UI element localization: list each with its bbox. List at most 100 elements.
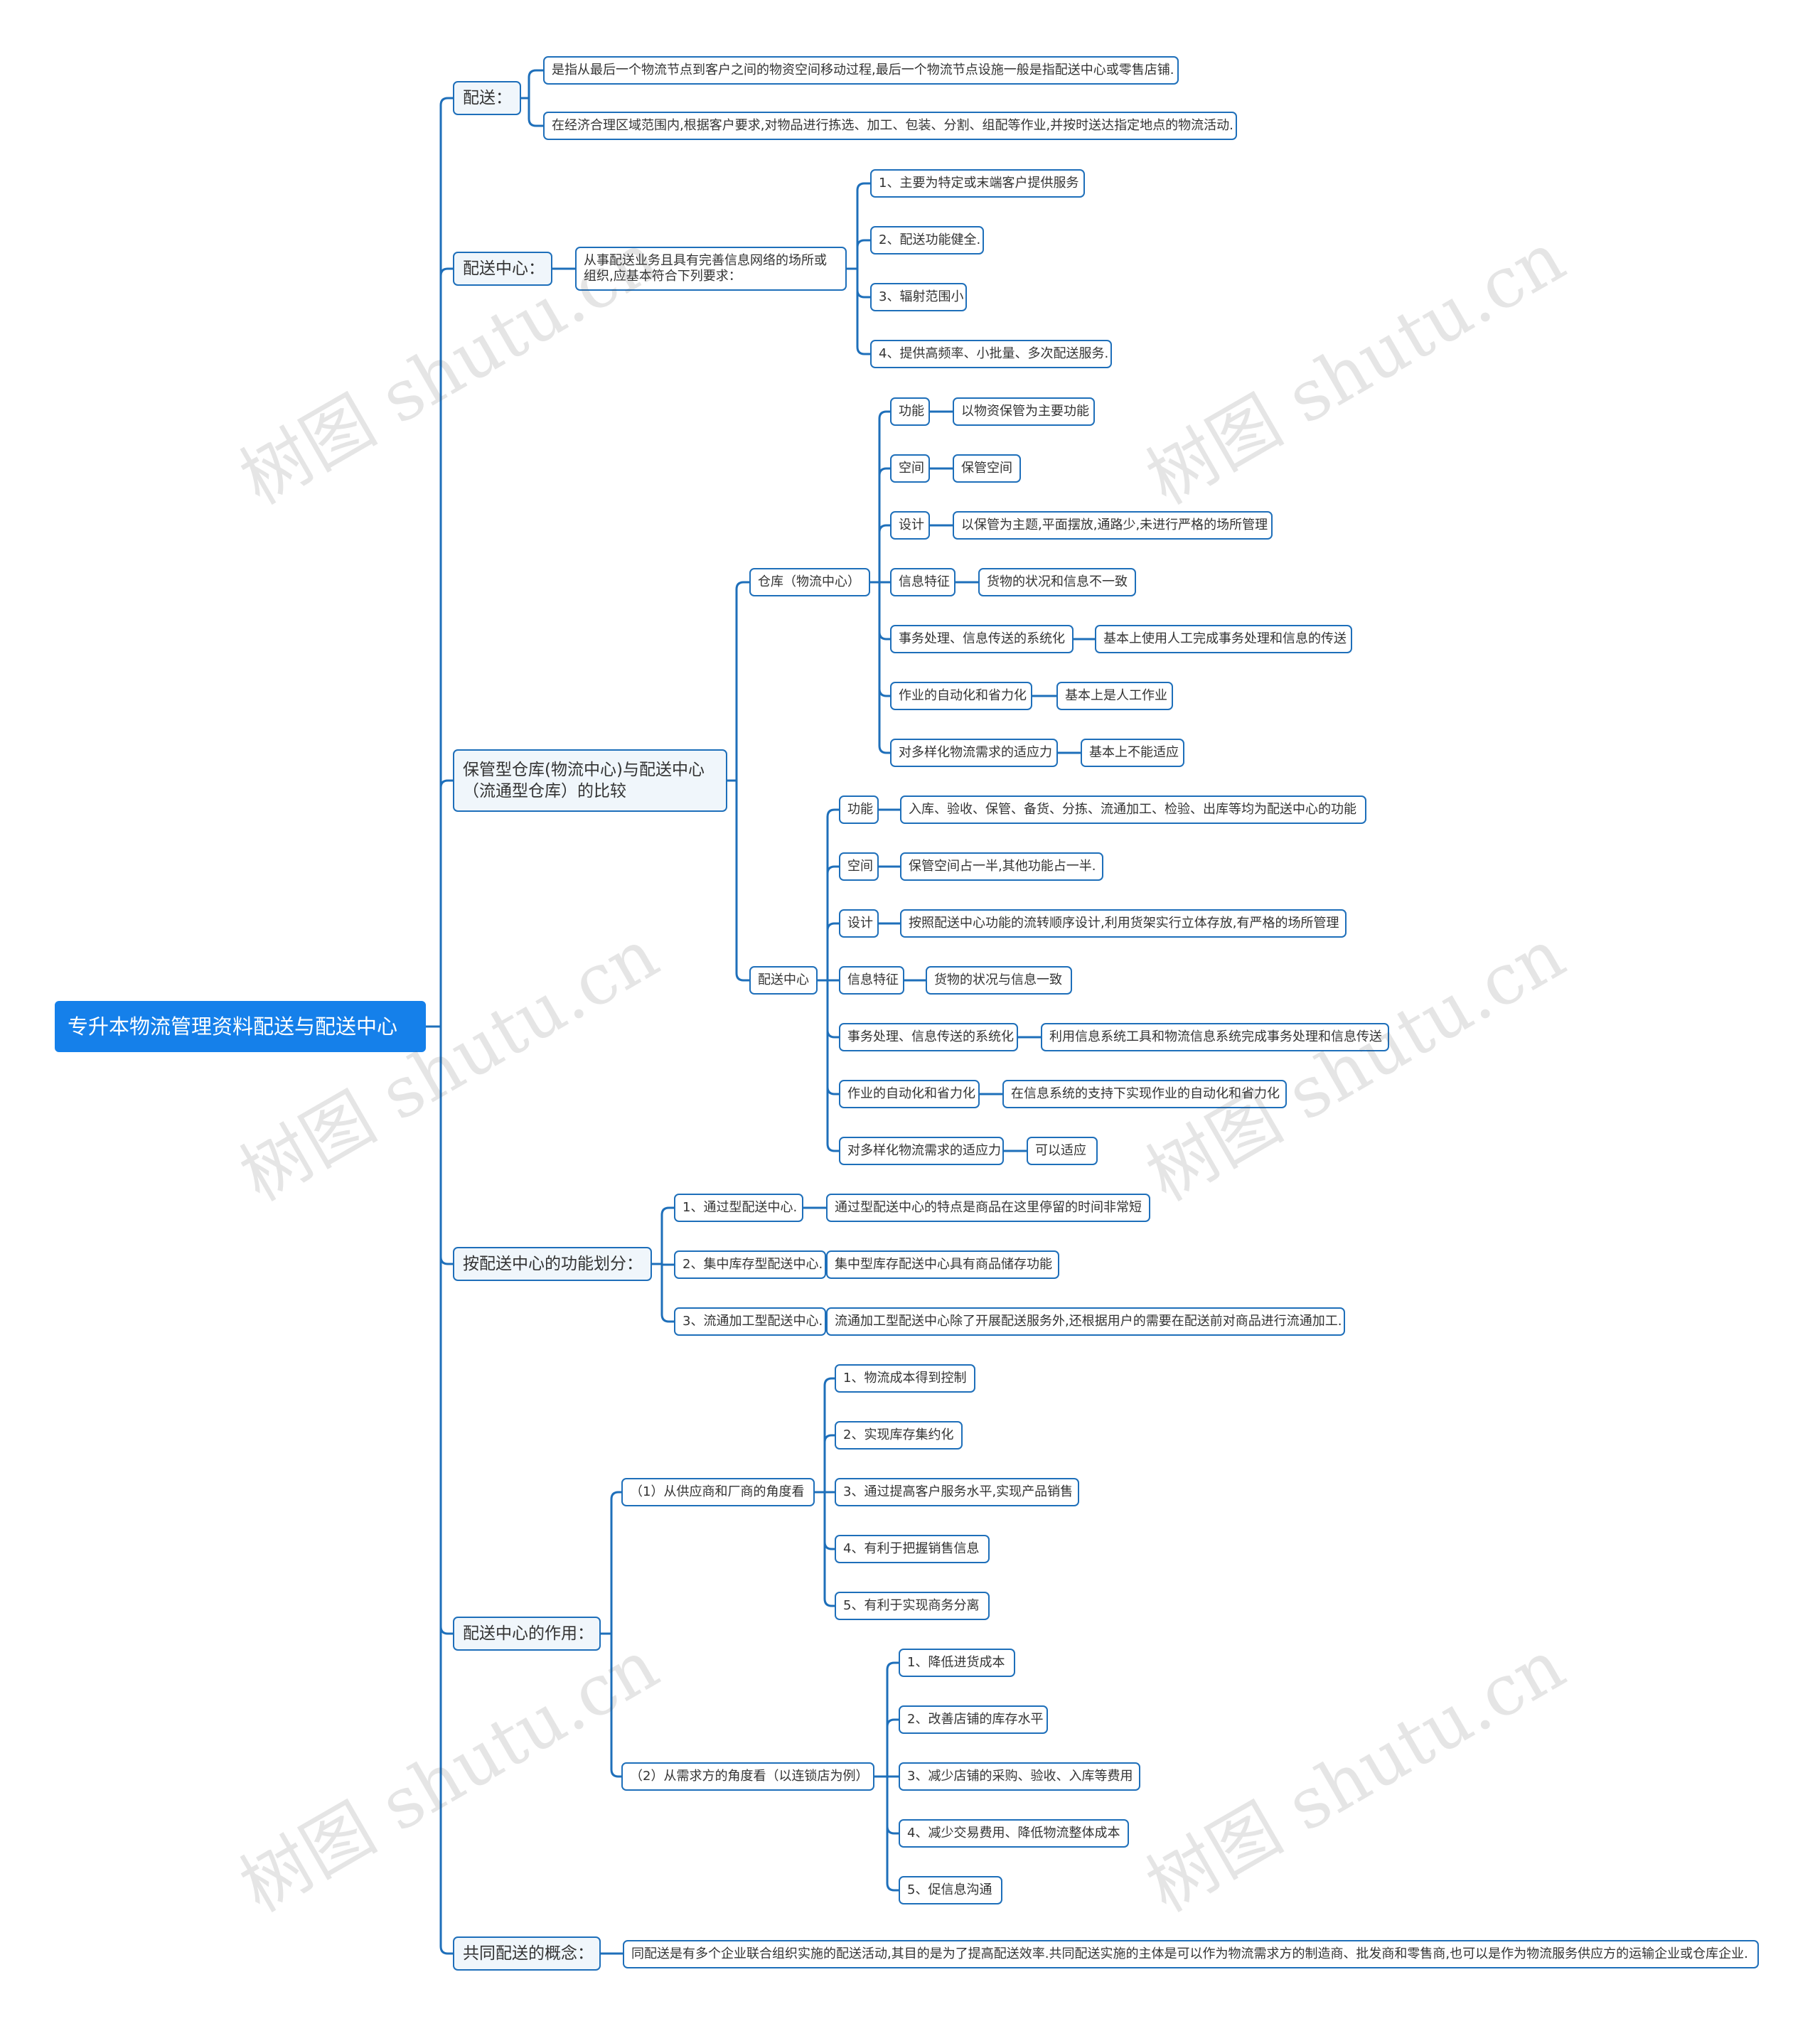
delivery-definition-1[interactable]: 是指从最后一个物流节点到客户之间的物资空间移动过程,最后一个物流节点设施一般是指…: [543, 56, 1179, 85]
distribution-center-definition[interactable]: 从事配送业务且具有完善信息网络的场所或组织,应基本符合下列要求：: [575, 247, 847, 291]
connector: [823, 1598, 835, 1607]
watermark: 树图 shutu.cn: [1133, 913, 1578, 1217]
demand-side-benefit[interactable]: 4、减少交易费用、降低物流整体成本: [899, 1819, 1129, 1848]
warehouse-attribute[interactable]: 空间: [890, 454, 930, 483]
supplier-benefit[interactable]: 2、实现库存集约化: [835, 1421, 963, 1450]
connector: [856, 346, 870, 355]
connector: [439, 779, 453, 788]
supplier-benefit[interactable]: 3、通过提高客户服务水平,实现产品销售: [835, 1478, 1079, 1506]
connector: [528, 118, 543, 127]
root-topic[interactable]: 专升本物流管理资料配送与配送中心: [55, 1001, 426, 1052]
supplier-benefit[interactable]: 4、有利于把握销售信息: [835, 1535, 990, 1563]
connector: [856, 239, 870, 248]
warehouse-attribute[interactable]: 对多样化物流需求的适应力: [890, 739, 1058, 767]
requirement-item[interactable]: 3、辐射范围小: [870, 283, 967, 311]
connector: [610, 1769, 621, 1778]
connector: [878, 467, 890, 476]
center-attribute-value[interactable]: 利用信息系统工具和物流信息系统完成事务处理和信息传送: [1041, 1023, 1389, 1051]
connector: [823, 1434, 835, 1443]
warehouse-logistics-center[interactable]: 仓库（物流中心）: [749, 568, 870, 596]
connector: [826, 1029, 839, 1039]
center-attribute-value[interactable]: 入库、验收、保管、备货、分拣、流通加工、检验、出库等均为配送中心的功能: [900, 795, 1366, 824]
connector: [878, 631, 890, 641]
demand-side-benefit[interactable]: 1、降低进货成本: [899, 1649, 1015, 1677]
connector: [886, 1661, 899, 1671]
topic-distribution-center[interactable]: 配送中心：: [453, 252, 552, 286]
connector: [886, 1882, 899, 1892]
connector: [886, 1826, 899, 1835]
requirement-item[interactable]: 2、配送功能健全.: [870, 226, 984, 254]
connector: [439, 1626, 453, 1635]
topic-warehouse-comparison[interactable]: 保管型仓库(物流中心)与配送中心（流通型仓库）的比较: [453, 749, 727, 812]
warehouse-attribute[interactable]: 信息特征: [890, 568, 956, 596]
center-attribute-value[interactable]: 货物的状况与信息一致: [926, 966, 1072, 995]
center-type[interactable]: 1、通过型配送中心.: [674, 1194, 803, 1222]
connector: [439, 97, 453, 106]
connector: [826, 922, 839, 931]
delivery-definition-2[interactable]: 在经济合理区域范围内,根据客户要求,对物品进行拣选、加工、包装、分割、组配等作业…: [543, 112, 1237, 140]
demand-side-benefit[interactable]: 3、减少店铺的采购、验收、入库等费用: [899, 1762, 1140, 1791]
distribution-center-node[interactable]: 配送中心: [749, 966, 818, 995]
center-attribute[interactable]: 设计: [839, 909, 879, 938]
connector: [826, 1143, 839, 1152]
connector: [886, 1718, 899, 1727]
connector: [878, 524, 890, 533]
warehouse-attribute-value[interactable]: 保管空间: [953, 454, 1021, 483]
warehouse-attribute-value[interactable]: 基本上不能适应: [1081, 739, 1184, 767]
connector: [439, 1256, 453, 1265]
connector: [878, 410, 890, 419]
center-attribute[interactable]: 对多样化物流需求的适应力: [839, 1137, 1004, 1165]
warehouse-attribute-value[interactable]: 基本上使用人工完成事务处理和信息的传送: [1095, 625, 1352, 653]
warehouse-attribute[interactable]: 功能: [890, 397, 930, 426]
requirement-item[interactable]: 1、主要为特定或末端客户提供服务: [870, 169, 1085, 198]
connector: [610, 1491, 621, 1500]
connector: [823, 1541, 835, 1550]
connector: [528, 69, 543, 78]
connector: [826, 865, 839, 874]
topic-classification-by-function[interactable]: 按配送中心的功能划分：: [453, 1247, 652, 1281]
watermark: 树图 shutu.cn: [1133, 217, 1578, 520]
center-type[interactable]: 2、集中库存型配送中心.: [674, 1250, 826, 1279]
requirement-item[interactable]: 4、提供高频率、小批量、多次配送服务.: [870, 340, 1112, 368]
center-type-description[interactable]: 集中型库存配送中心具有商品储存功能: [826, 1250, 1059, 1279]
center-type-description[interactable]: 流通加工型配送中心除了开展配送服务外,还根据用户的需要在配送前对商品进行流通加工…: [826, 1307, 1345, 1336]
center-attribute[interactable]: 功能: [839, 795, 879, 824]
center-type[interactable]: 3、流通加工型配送中心.: [674, 1307, 826, 1336]
center-attribute-value[interactable]: 在信息系统的支持下实现作业的自动化和省力化: [1002, 1080, 1287, 1108]
center-attribute[interactable]: 作业的自动化和省力化: [839, 1080, 980, 1108]
joint-delivery-definition[interactable]: 同配送是有多个企业联合组织实施的配送活动,其目的是为了提高配送效率.共同配送实施…: [623, 1940, 1759, 1968]
connector: [439, 1946, 453, 1955]
connector: [735, 581, 749, 590]
topic-joint-delivery[interactable]: 共同配送的概念：: [453, 1936, 601, 1971]
connector: [856, 182, 870, 191]
watermark: 树图 shutu.cn: [1133, 1624, 1578, 1928]
watermark: 树图 shutu.cn: [227, 913, 672, 1217]
warehouse-attribute[interactable]: 设计: [890, 511, 930, 540]
warehouse-attribute-value[interactable]: 货物的状况和信息不一致: [978, 568, 1136, 596]
demand-side-benefit[interactable]: 2、改善店铺的库存水平: [899, 1705, 1048, 1734]
warehouse-attribute-value[interactable]: 以物资保管为主要功能: [953, 397, 1095, 426]
center-attribute[interactable]: 信息特征: [839, 966, 904, 995]
connector: [735, 973, 749, 982]
supplier-perspective[interactable]: （1）从供应商和厂商的角度看: [621, 1478, 815, 1506]
connector: [823, 1377, 835, 1386]
center-attribute[interactable]: 空间: [839, 852, 879, 881]
warehouse-attribute[interactable]: 作业的自动化和省力化: [890, 682, 1032, 710]
supplier-benefit[interactable]: 1、物流成本得到控制: [835, 1364, 975, 1393]
center-attribute-value[interactable]: 可以适应: [1027, 1137, 1098, 1165]
demand-side-benefit[interactable]: 5、促信息沟通: [899, 1876, 1002, 1904]
topic-role-of-distribution-center[interactable]: 配送中心的作用：: [453, 1617, 601, 1651]
center-attribute-value[interactable]: 按照配送中心功能的流转顺序设计,利用货架实行立体存放,有严格的场所管理: [900, 909, 1347, 938]
center-type-description[interactable]: 通过型配送中心的特点是商品在这里停留的时间非常短: [826, 1194, 1150, 1222]
warehouse-attribute-value[interactable]: 基本上是人工作业: [1056, 682, 1173, 710]
demand-side-perspective[interactable]: （2）从需求方的角度看（以连锁店为例）: [621, 1762, 874, 1791]
center-attribute[interactable]: 事务处理、信息传送的系统化: [839, 1023, 1018, 1051]
warehouse-attribute[interactable]: 事务处理、信息传送的系统化: [890, 625, 1074, 653]
connector: [826, 808, 839, 818]
supplier-benefit[interactable]: 5、有利于实现商务分离: [835, 1592, 990, 1620]
topic-delivery[interactable]: 配送：: [453, 81, 521, 115]
connector: [826, 1086, 839, 1095]
center-attribute-value[interactable]: 保管空间占一半,其他功能占一半.: [900, 852, 1103, 881]
warehouse-attribute-value[interactable]: 以保管为主题,平面摆放,通路少,未进行严格的场所管理: [953, 511, 1273, 540]
watermark: 树图 shutu.cn: [227, 1624, 672, 1928]
